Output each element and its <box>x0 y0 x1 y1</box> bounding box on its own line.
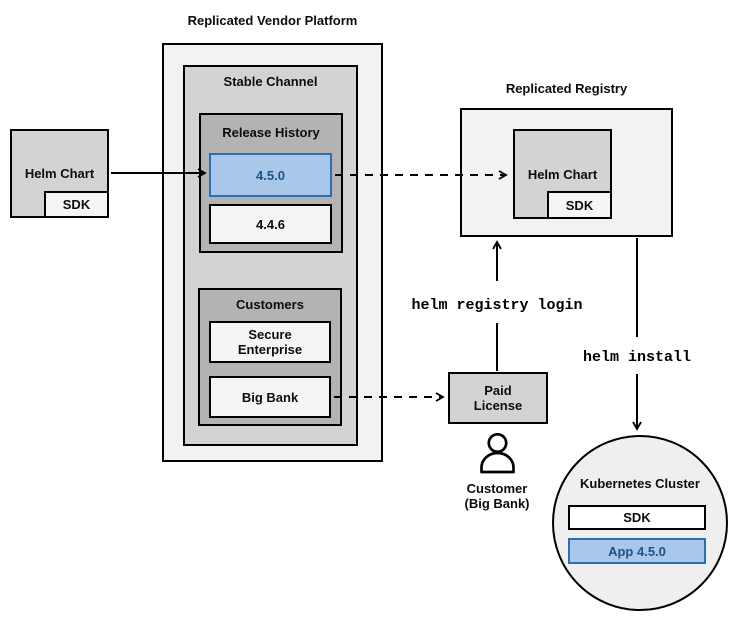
helm-registry-login-command: helm registry login <box>411 297 583 314</box>
customer-caption: Customer (Big Bank) <box>464 481 530 511</box>
stable-channel-label: Stable Channel <box>223 74 318 89</box>
source-sdk-label: SDK <box>62 197 91 212</box>
customer-secure-enterprise-label: Secure Enterprise <box>237 327 303 357</box>
paid-license-box: Paid License <box>448 372 548 424</box>
paid-license-label: Paid License <box>473 383 523 413</box>
release-4-5-0-label: 4.5.0 <box>256 167 285 183</box>
customer-big-bank-box: Big Bank <box>209 376 331 418</box>
kubernetes-app-label: App 4.5.0 <box>608 543 666 559</box>
vendor-platform-title: Replicated Vendor Platform <box>187 13 358 28</box>
registry-title: Replicated Registry <box>505 81 628 96</box>
release-4-4-6-box: 4.4.6 <box>209 204 332 244</box>
kubernetes-cluster-title: Kubernetes Cluster <box>580 476 700 491</box>
kubernetes-app-box: App 4.5.0 <box>568 538 706 564</box>
source-sdk-box: SDK <box>44 191 109 218</box>
kubernetes-sdk-box: SDK <box>568 505 706 530</box>
helm-install-command: helm install <box>582 349 692 366</box>
release-history-label: Release History <box>222 125 320 140</box>
customer-big-bank-label: Big Bank <box>241 389 299 405</box>
person-icon <box>480 432 515 474</box>
registry-helm-chart-box: Helm Chart SDK <box>513 129 612 219</box>
customers-label: Customers <box>236 297 304 312</box>
release-4-4-6-label: 4.4.6 <box>256 216 285 232</box>
source-helm-chart-box: Helm Chart SDK <box>10 129 109 218</box>
customer-secure-enterprise-box: Secure Enterprise <box>209 321 331 363</box>
registry-sdk-box: SDK <box>547 191 612 219</box>
release-4-5-0-box: 4.5.0 <box>209 153 332 197</box>
registry-helm-chart-label: Helm Chart <box>527 166 598 182</box>
kubernetes-sdk-label: SDK <box>623 510 651 525</box>
source-helm-chart-label: Helm Chart <box>24 166 95 181</box>
registry-sdk-label: SDK <box>565 197 594 213</box>
